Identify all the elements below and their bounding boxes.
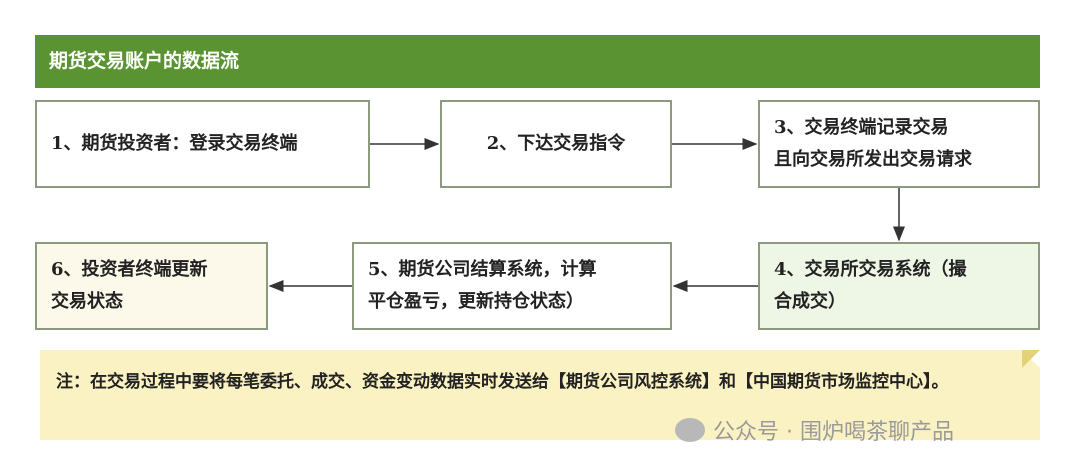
wechat-icon (675, 418, 705, 442)
step-6-line1: 6、投资者终端更新 (51, 259, 208, 280)
step-6-line2: 交易状态 (51, 291, 123, 312)
note-mid: 和 (719, 372, 736, 392)
step-1-box: 1、期货投资者：登录交易终端 (35, 100, 370, 188)
step-6-box: 6、投资者终端更新交易状态 (35, 242, 268, 330)
step-5-line2: 平仓盈亏，更新持仓状态） (368, 291, 584, 312)
step-3-line2: 且向交易所发出交易请求 (774, 149, 972, 170)
note-risk-system: 【期货公司风控系统】 (549, 372, 719, 392)
watermark: 公众号 · 围炉喝茶聊产品 (675, 414, 954, 446)
step-4-box: 4、交易所交易系统（撮合成交） (758, 242, 1040, 330)
step-5-box: 5、期货公司结算系统，计算平仓盈亏，更新持仓状态） (352, 242, 672, 330)
step-2-box: 2、下达交易指令 (440, 100, 672, 188)
note-box: 注：在交易过程中要将每笔委托、成交、资金变动数据实时发送给【期货公司风控系统】和… (40, 350, 1040, 440)
watermark-text: 公众号 · 围炉喝茶聊产品 (713, 420, 954, 445)
step-4-line2: 合成交） (774, 291, 846, 312)
note-prefix: 注：在交易过程中要将每笔委托、成交、资金变动数据实时发送给 (56, 372, 549, 392)
step-2-text: 2、下达交易指令 (486, 133, 626, 154)
step-5-line1: 5、期货公司结算系统，计算 (368, 259, 597, 280)
step-3-box: 3、交易终端记录交易且向交易所发出交易请求 (758, 100, 1040, 188)
step-3-line1: 3、交易终端记录交易 (774, 117, 949, 138)
note-suffix: 。 (931, 372, 949, 392)
step-4-line1: 4、交易所交易系统（撮 (774, 259, 967, 280)
folded-corner (1022, 350, 1040, 368)
diagram-title: 期货交易账户的数据流 (35, 35, 1040, 88)
step-1-text: 1、期货投资者：登录交易终端 (51, 133, 298, 154)
note-monitor-center: 【中国期货市场监控中心】 (736, 372, 932, 392)
